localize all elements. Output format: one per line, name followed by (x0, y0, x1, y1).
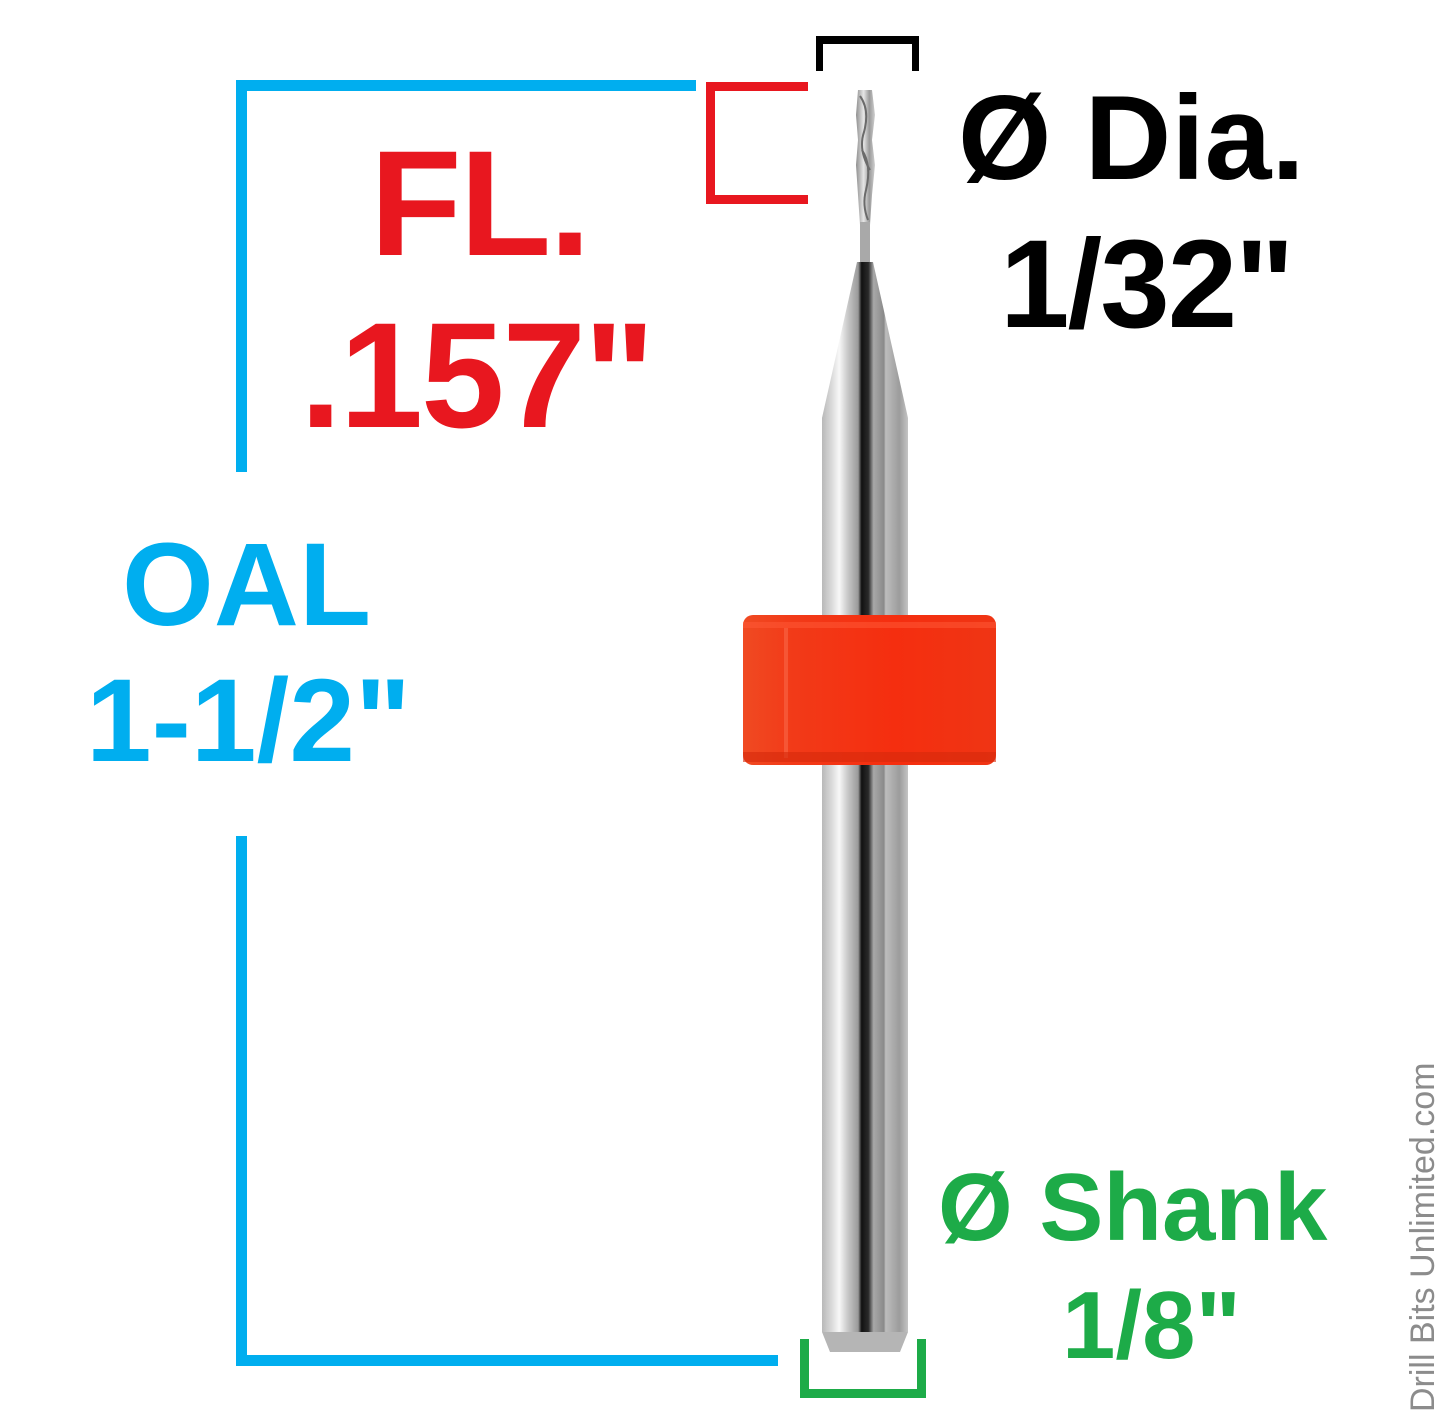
oal-bracket-bottom (236, 1355, 778, 1366)
flute-length-title: FL. (370, 119, 591, 287)
oal-bracket-left-upper (236, 80, 247, 472)
shank-bracket-left (800, 1339, 809, 1398)
shank-bracket-bottom (805, 1389, 926, 1398)
dia-bracket-left (816, 36, 823, 71)
oal-title: OAL (122, 519, 372, 651)
diameter-value: 1/32" (1000, 215, 1295, 354)
diameter-title: Ø Dia. (958, 71, 1305, 205)
oal-value: 1-1/2" (86, 655, 411, 787)
flute-cutting-tip (856, 90, 875, 225)
shank-bracket-right (917, 1339, 926, 1398)
oal-bracket-left-lower (236, 836, 247, 1366)
depth-collar (743, 615, 996, 765)
dia-bracket-top (816, 36, 919, 44)
oal-bracket-top (236, 80, 696, 91)
flute-length-value: .157" (300, 291, 655, 459)
shank-title: Ø Shank (938, 1154, 1328, 1261)
watermark: Drill Bits Unlimited.com (1404, 1062, 1442, 1413)
fl-bracket-left (706, 82, 715, 204)
shank-value: 1/8" (1062, 1272, 1241, 1379)
dia-bracket-right (912, 36, 919, 71)
fl-bracket-bottom (706, 195, 808, 204)
fl-bracket-top (706, 82, 808, 91)
